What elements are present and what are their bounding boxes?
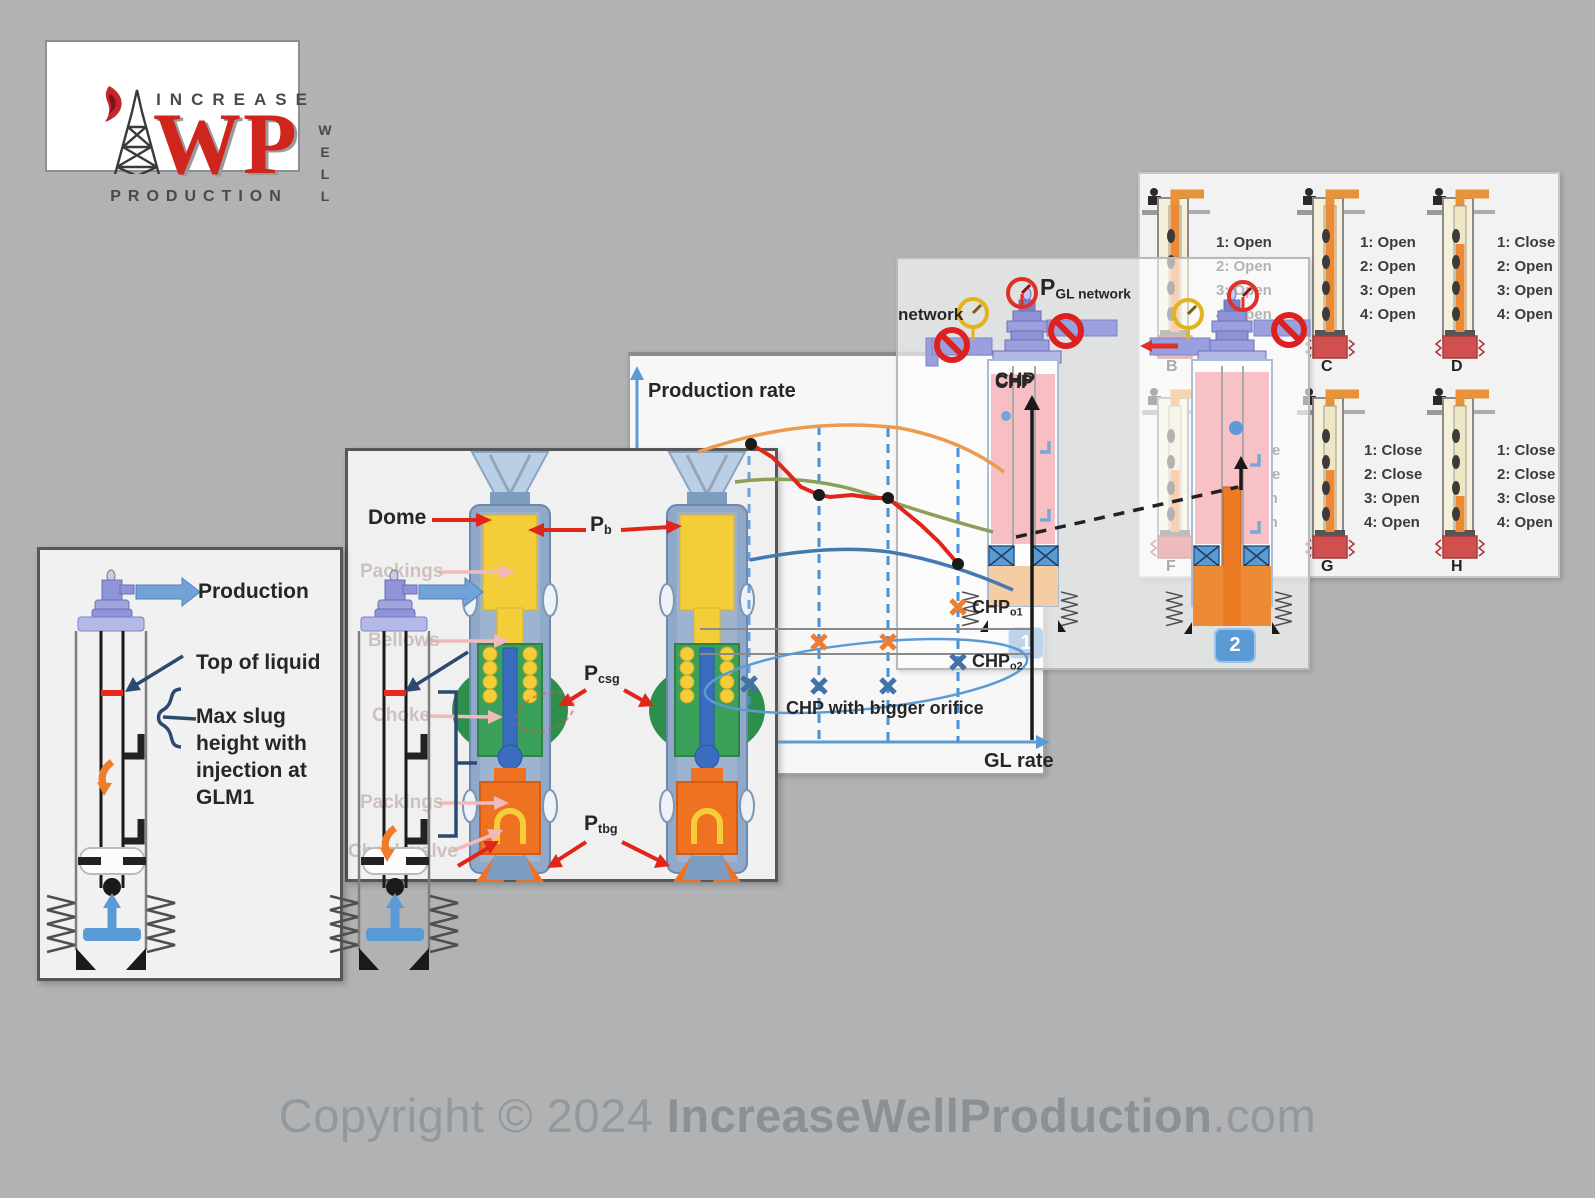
production-label: Production: [198, 580, 309, 603]
check-valve-label: Check valve: [348, 841, 458, 862]
bigger-orifice-note: CHP with bigger orifice: [786, 698, 984, 718]
dome-label: Dome: [368, 506, 427, 529]
chp-o2-label: CHPo2: [972, 651, 1023, 673]
choke-label: Choke: [372, 705, 431, 726]
well-D-status-list: 1: Close 2: Open 3: Open 4: Open: [1497, 234, 1556, 323]
well-H-status-list: 1: Close 2: Close 3: Close 4: Open: [1497, 442, 1556, 531]
chp-o1-label: CHPo1: [972, 597, 1023, 619]
packings-lower-label: Packings: [360, 792, 444, 813]
ptbg-label: Ptbg: [584, 812, 618, 837]
well-D-label: D: [1451, 358, 1463, 375]
copyright-text: Copyright © 2024 IncreaseWellProduction.…: [278, 1089, 1317, 1142]
logo-text-well: WELL: [317, 122, 333, 210]
pb-label: Pb: [590, 513, 612, 538]
logo-text-increase: INCREASE: [156, 90, 316, 109]
step-2-badge: 2: [1214, 628, 1256, 663]
packings-upper-label: Packings: [360, 561, 444, 582]
pcsg-label: Pcsg: [584, 662, 620, 687]
chp-axis-label: CHP: [995, 370, 1036, 391]
derrick-flame-icon: [105, 86, 169, 206]
well-C-status-list: 1: Open 2: Open 3: Open 4: Open: [1360, 234, 1416, 323]
logo-text-wp: WP: [153, 96, 299, 193]
bellows-label: Bellows: [368, 630, 440, 651]
x-axis-label: GL rate: [984, 750, 1054, 772]
logo-text-production: PRODUCTION: [110, 188, 288, 205]
well-C-label: C: [1321, 358, 1333, 375]
max-slug-label: Max slug height with injection at GLM1: [196, 705, 307, 809]
well-G-label: G: [1321, 558, 1334, 575]
well-G-status-list: 1: Close 2: Close 3: Open 4: Open: [1364, 442, 1423, 531]
network-gauge-label: network: [898, 305, 964, 324]
iwp-logo: INCREASE WP WELL PRODUCTION: [45, 40, 333, 210]
top-of-liquid-label: Top of liquid: [196, 651, 321, 674]
well-H-label: H: [1451, 558, 1463, 575]
pgl-network-label: PGL network: [1040, 274, 1131, 302]
y-axis-label: Production rate: [648, 380, 796, 402]
